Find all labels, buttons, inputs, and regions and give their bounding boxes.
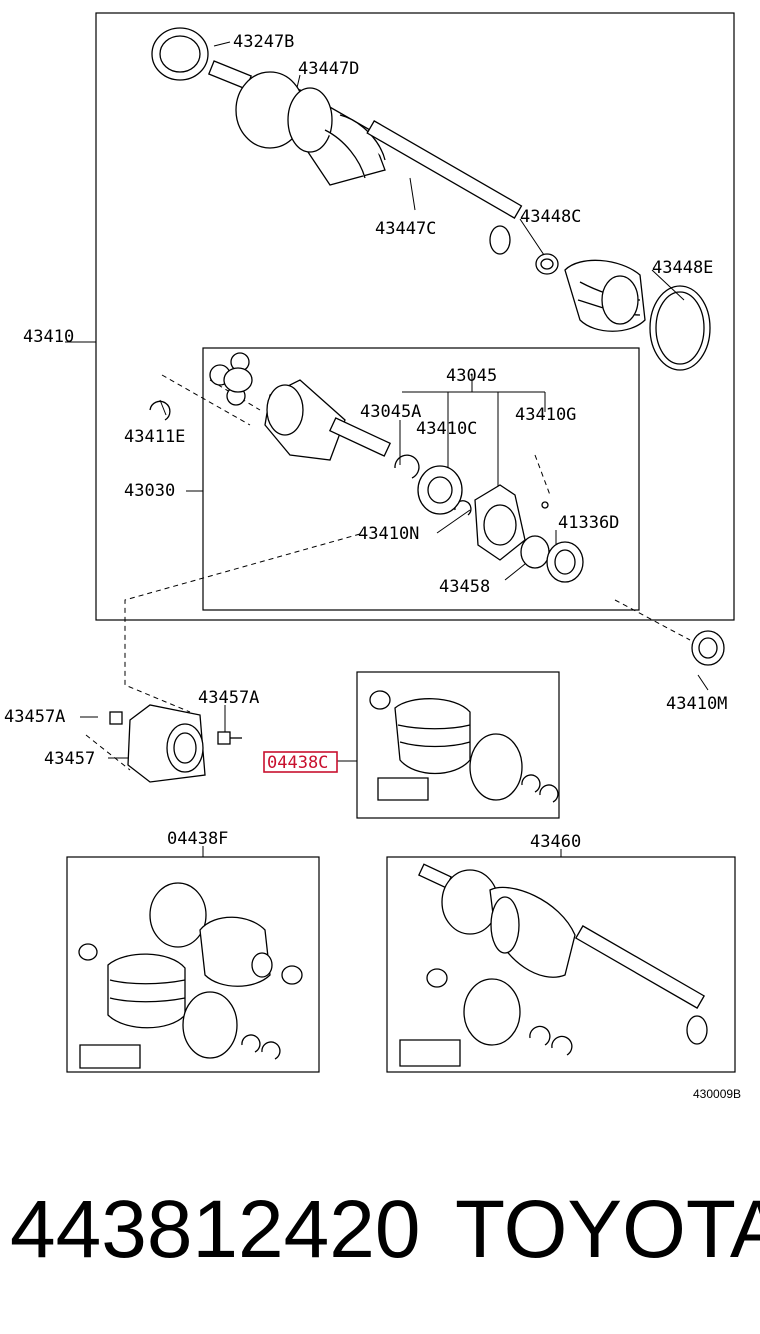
- label-43410: 43410: [23, 327, 74, 347]
- brand-name: TOYOTA: [455, 1184, 760, 1275]
- highlight-box: [263, 751, 338, 773]
- label-43448E: 43448E: [652, 258, 713, 278]
- label-43447C: 43447C: [375, 219, 436, 239]
- outer-joint-icon: [399, 863, 708, 1067]
- inner-boot-icon: [564, 259, 646, 332]
- label-43457: 43457: [44, 749, 95, 769]
- boot-kit-f-frame: [66, 856, 320, 1073]
- leader-lines: [65, 41, 709, 857]
- outer-boot-ring-icon: [151, 27, 209, 81]
- diagram-ref: 430009B: [693, 1087, 741, 1100]
- label-43410C: 43410C: [416, 419, 477, 439]
- label-43247B: 43247B: [233, 32, 294, 52]
- label-43410N: 43410N: [358, 524, 419, 544]
- main-assembly-frame: [95, 12, 735, 621]
- label-43448C: 43448C: [520, 207, 581, 227]
- label-04438C[interactable]: 04438C: [267, 753, 328, 773]
- bolt-icon: [109, 711, 242, 745]
- label-43410G: 43410G: [515, 405, 576, 425]
- dust-cover-icon: [691, 630, 725, 666]
- boot-clamp-icon: [535, 253, 559, 275]
- boot-kit-frame: [356, 671, 560, 819]
- tripod-joint-icon: [209, 352, 253, 406]
- label-43458: 43458: [439, 577, 490, 597]
- inner-joint-housing-icon: [264, 379, 392, 461]
- bearing-bracket-43457-icon: [127, 704, 206, 783]
- label-43410M: 43410M: [666, 694, 727, 714]
- bearing-bracket-icon: [474, 484, 549, 561]
- dust-seal-icon: [520, 535, 584, 583]
- label-43457A-left: 43457A: [4, 707, 65, 727]
- label-43447D: 43447D: [298, 59, 359, 79]
- boot-kit-f-icon: [78, 882, 303, 1069]
- boot-band-icon: [649, 285, 711, 371]
- part-number: 443812420: [10, 1184, 421, 1275]
- label-04438F: 04438F: [167, 829, 228, 849]
- label-43045: 43045: [446, 366, 497, 386]
- label-43411E: 43411E: [124, 427, 185, 447]
- bearing-icon: [417, 465, 463, 515]
- parts-diagram: 43247B 43447D 43447C 43448C 43448E 43410…: [4, 12, 741, 1100]
- drive-shaft-outer-icon: [207, 60, 523, 255]
- label-43045A: 43045A: [360, 402, 421, 422]
- label-43460: 43460: [530, 832, 581, 852]
- label-43030: 43030: [124, 481, 175, 501]
- label-41336D: 41336D: [558, 513, 619, 533]
- part-labels: 43247B 43447D 43447C 43448C 43448E 43410…: [4, 32, 741, 1100]
- label-43457A-right: 43457A: [198, 688, 259, 708]
- boot-kit-c-icon: [369, 690, 559, 803]
- inner-joint-frame: [202, 347, 640, 611]
- footer: 443812420 TOYOTA: [0, 1180, 760, 1300]
